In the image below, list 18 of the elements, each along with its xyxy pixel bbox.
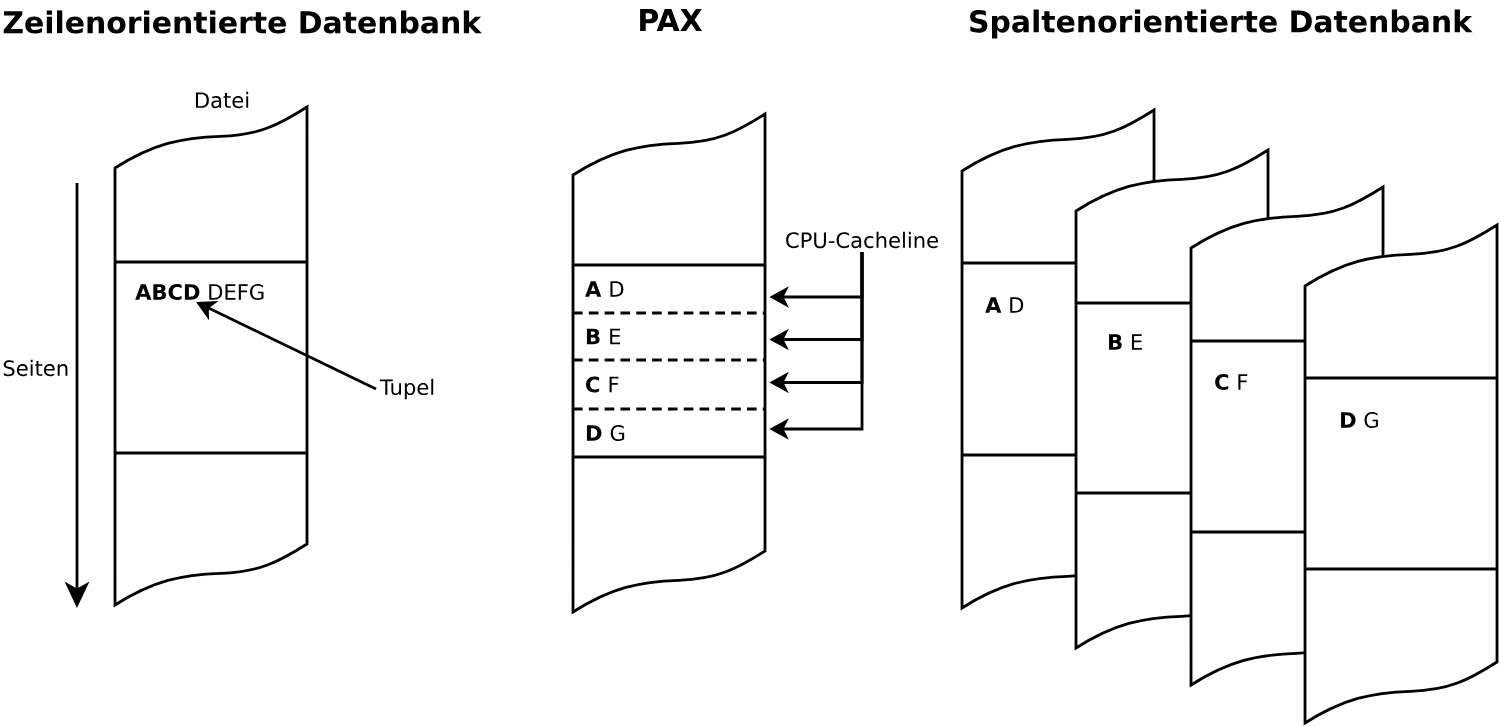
column-entry: A D — [985, 297, 1024, 313]
panel-title: PAX — [640, 9, 703, 31]
file-page — [1303, 223, 1499, 725]
panel-title: Spaltenorientierte Datenbank — [970, 9, 1473, 39]
tuple-text: ABCD DEFG — [135, 284, 264, 300]
page-row: A D — [573, 263, 765, 315]
panel-title: Zeilenorientierte Datenbank — [3, 10, 482, 34]
file-label: Datei — [195, 91, 249, 109]
page-row: D G — [573, 425, 765, 459]
file-page — [571, 112, 767, 614]
callout-label: CPU-Cacheline — [786, 231, 938, 249]
column-entry: C F — [1215, 374, 1248, 390]
page-row: B E — [573, 328, 765, 362]
column-entry: D G — [1341, 412, 1378, 428]
column-entry: B E — [1109, 334, 1142, 350]
callout-label: Tupel — [379, 378, 434, 400]
page-row: C F — [573, 376, 765, 411]
arrow-label: Seiten — [3, 359, 68, 377]
